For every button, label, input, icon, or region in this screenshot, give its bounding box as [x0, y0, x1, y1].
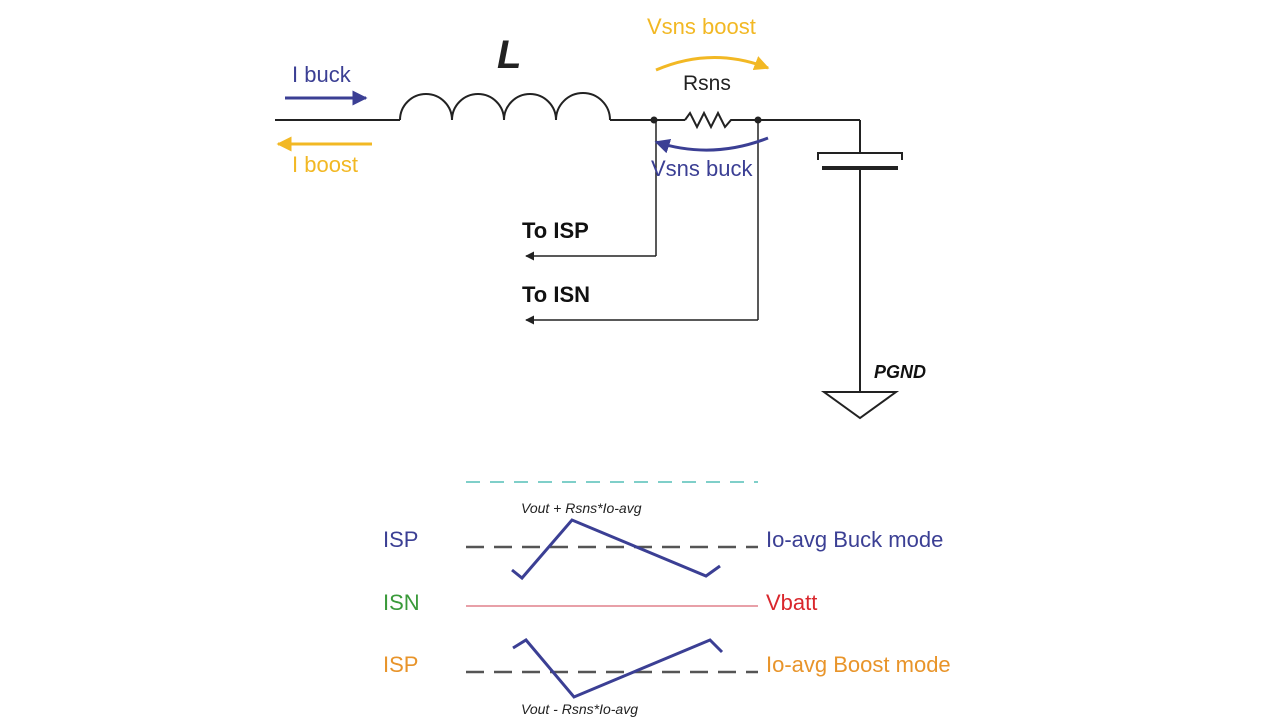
to-isp-label: To ISP [522, 218, 589, 243]
row3-right-label: Io-avg Boost mode [766, 652, 951, 677]
vsns-buck-arrow [654, 136, 769, 154]
row2-left-label: ISN [383, 590, 420, 615]
i-boost-label: I boost [292, 152, 358, 177]
inductor-symbol [399, 92, 611, 121]
circuit [275, 92, 903, 420]
row3-left-label: ISP [383, 652, 418, 677]
pgnd-label: PGND [874, 362, 926, 382]
vsns-boost-label: Vsns boost [647, 14, 756, 39]
row1-right-label: Io-avg Buck mode [766, 527, 943, 552]
to-isn-label: To ISN [522, 282, 590, 307]
rsns-label: Rsns [683, 72, 731, 95]
bottom-annotation: Vout - Rsns*Io-avg [521, 701, 638, 717]
i-buck-label: I buck [292, 62, 352, 87]
row1-left-label: ISP [383, 527, 418, 552]
vsns-boost-arrow [655, 56, 770, 72]
buck-isp-waveform [511, 518, 721, 581]
top-annotation: Vout + Rsns*Io-avg [521, 500, 642, 516]
capacitor-top-plate [817, 152, 903, 160]
boost-isp-waveform [512, 638, 724, 699]
isn-junction-dot [754, 116, 762, 124]
ground-symbol [820, 391, 900, 420]
resistor-symbol [684, 110, 758, 130]
vsns-buck-label: Vsns buck [651, 156, 753, 181]
inductor-label: L [497, 33, 521, 77]
waveforms [466, 481, 758, 699]
isp-junction-dot [650, 116, 658, 124]
row2-right-label: Vbatt [766, 590, 817, 615]
